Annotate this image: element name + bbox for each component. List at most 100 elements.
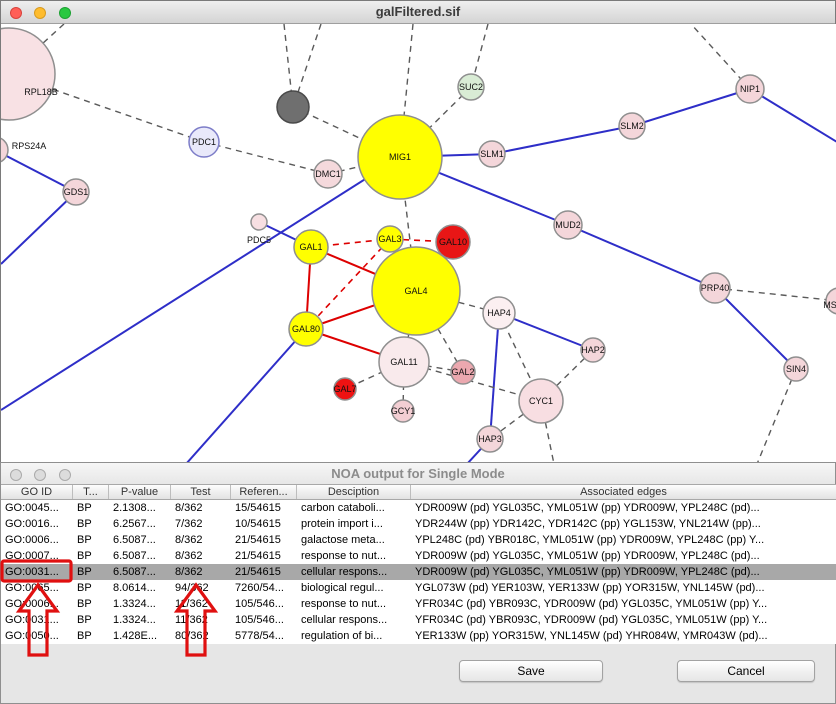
network-edge[interactable] (714, 287, 836, 302)
node-label-gal2: GAL2 (451, 367, 474, 377)
table-cell: BP (77, 502, 92, 514)
network-node-dmc1[interactable] (313, 159, 343, 189)
network-edge[interactable] (399, 86, 472, 158)
network-edge[interactable] (491, 125, 633, 155)
network-canvas[interactable]: RPL18BRPS24AGDS1PDC1MIG1SUC2SLM1SLM2NIP1… (1, 24, 836, 463)
network-edge[interactable] (749, 88, 836, 143)
network-edge[interactable] (1, 156, 401, 411)
network-node-hap3[interactable] (476, 425, 504, 453)
save-button[interactable]: Save (459, 660, 603, 682)
node-label-slm2: SLM2 (620, 121, 644, 131)
network-window-titlebar[interactable]: galFiltered.sif (1, 1, 835, 24)
network-node-gcy1[interactable] (391, 399, 415, 423)
table-cell: 1.428E... (113, 630, 158, 642)
table-cell: GO:0006... (5, 598, 59, 610)
column-header-referen[interactable]: Referen... (231, 485, 297, 499)
network-edge[interactable] (8, 73, 205, 143)
network-node-hap2[interactable] (580, 337, 606, 363)
network-edge[interactable] (1, 191, 77, 265)
table-cell: 8/362 (175, 502, 203, 514)
zoom-button[interactable] (58, 7, 71, 19)
network-node-slm1[interactable] (478, 140, 506, 168)
network-node-slm2[interactable] (618, 112, 646, 140)
column-header-test[interactable]: Test (171, 485, 231, 499)
noa-window-titlebar[interactable]: NOA output for Single Mode (1, 463, 835, 486)
noa-window-title: NOA output for Single Mode (331, 466, 505, 481)
node-label-gal11: GAL11 (390, 357, 417, 367)
network-node-nip1[interactable] (735, 74, 765, 104)
network-edge[interactable] (203, 141, 329, 175)
network-node-gal4[interactable] (371, 246, 461, 336)
network-edge[interactable] (714, 287, 797, 370)
column-header-associated-edges[interactable]: Associated edges (411, 485, 836, 499)
network-edge[interactable] (292, 24, 322, 108)
network-edge[interactable] (305, 238, 391, 330)
minimize-button[interactable] (34, 469, 47, 481)
network-node-rpl18b[interactable] (1, 27, 56, 121)
network-node-prp40[interactable] (699, 272, 731, 304)
network-node-cyc1[interactable] (518, 378, 564, 424)
cancel-button[interactable]: Cancel (677, 660, 815, 682)
network-node-gal1[interactable] (293, 229, 329, 265)
network-node-msl1[interactable] (825, 287, 836, 315)
network-node-mud2[interactable] (553, 210, 583, 240)
zoom-button[interactable] (58, 469, 71, 481)
minimize-button[interactable] (34, 7, 47, 19)
network-node-gds1[interactable] (62, 178, 90, 206)
network-node-pdc1[interactable] (188, 126, 220, 158)
network-node-n1[interactable] (276, 90, 310, 124)
network-node-gal80[interactable] (288, 311, 324, 347)
node-label-mig1: MIG1 (389, 152, 411, 162)
node-label-slm1: SLM1 (480, 149, 504, 159)
table-cell: YGL073W (pd) YER103W, YER133W (pp) YOR31… (415, 582, 765, 594)
network-edge[interactable] (756, 368, 797, 463)
table-cell: YER133W (pp) YOR315W, YNL145W (pd) YHR08… (415, 630, 768, 642)
network-edge[interactable] (498, 312, 594, 351)
table-cell: 8/362 (175, 550, 203, 562)
column-header-desciption[interactable]: Desciption (297, 485, 411, 499)
network-node-mig1[interactable] (357, 114, 443, 200)
network-node-gal11[interactable] (378, 336, 430, 388)
network-node-gal3[interactable] (376, 225, 404, 253)
network-edge[interactable] (631, 88, 751, 127)
table-cell: 8.0614... (113, 582, 156, 594)
network-edge[interactable] (1, 150, 77, 193)
column-header-go-id[interactable]: GO ID (1, 485, 73, 499)
node-label-rpl18b: RPL18B (24, 87, 58, 97)
network-node-sin4[interactable] (783, 356, 809, 382)
column-header-p-value[interactable]: P-value (109, 485, 171, 499)
network-node-pdc5[interactable] (250, 213, 268, 231)
column-header-t[interactable]: T... (73, 485, 109, 499)
table-cell: YFR034C (pd) YBR093C, YDR009W (pd) YGL03… (415, 598, 768, 610)
network-node-gal10[interactable] (435, 224, 471, 260)
network-node-gal2[interactable] (450, 359, 476, 385)
network-edge[interactable] (292, 106, 401, 158)
network-edge[interactable] (489, 312, 500, 440)
close-button[interactable] (10, 7, 22, 19)
network-node-hap4[interactable] (482, 296, 516, 330)
table-cell: cellular respons... (301, 614, 388, 626)
table-cell: protein import i... (301, 518, 383, 530)
close-button[interactable] (10, 469, 22, 481)
network-node-rps24a[interactable] (1, 137, 9, 163)
network-node-gal7[interactable] (333, 377, 357, 401)
network-edge[interactable] (567, 224, 716, 289)
table-cell: 11/362 (175, 614, 208, 626)
table-cell: BP (77, 518, 92, 530)
node-label-pdc1: PDC1 (192, 137, 216, 147)
table-cell: GO:0031... (5, 614, 59, 626)
network-edge[interactable] (185, 328, 307, 463)
network-node-suc2[interactable] (457, 73, 485, 101)
